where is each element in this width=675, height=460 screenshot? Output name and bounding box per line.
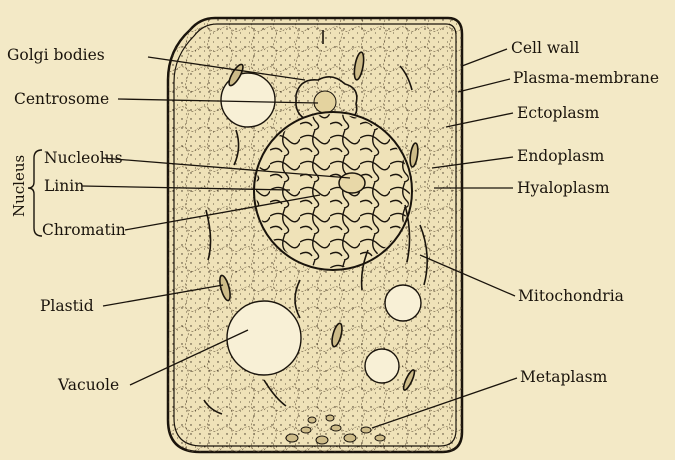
label-vacuole: Vacuole [58,376,119,394]
label-plasma-membrane: Plasma-membrane [513,69,659,87]
label-mitochondria: Mitochondria [518,287,624,305]
label-cell-wall: Cell wall [511,39,579,57]
vacuole-right [385,285,421,321]
vacuole-large [227,301,301,375]
label-linin: Linin [44,177,84,195]
label-nucleus: Nucleus [4,146,34,226]
nucleus [254,112,412,270]
label-endoplasm: Endoplasm [517,147,604,165]
label-centrosome: Centrosome [14,90,109,108]
nucleolus [339,173,365,193]
label-metaplasm: Metaplasm [520,368,607,386]
label-ectoplasm: Ectoplasm [517,104,599,122]
label-hyaloplasm: Hyaloplasm [517,179,610,197]
label-golgi-bodies: Golgi bodies [7,46,105,64]
vacuole-lower [365,349,399,383]
label-nucleolus: Nucleolus [44,149,123,167]
label-plastid: Plastid [40,297,94,315]
label-chromatin: Chromatin [42,221,126,239]
